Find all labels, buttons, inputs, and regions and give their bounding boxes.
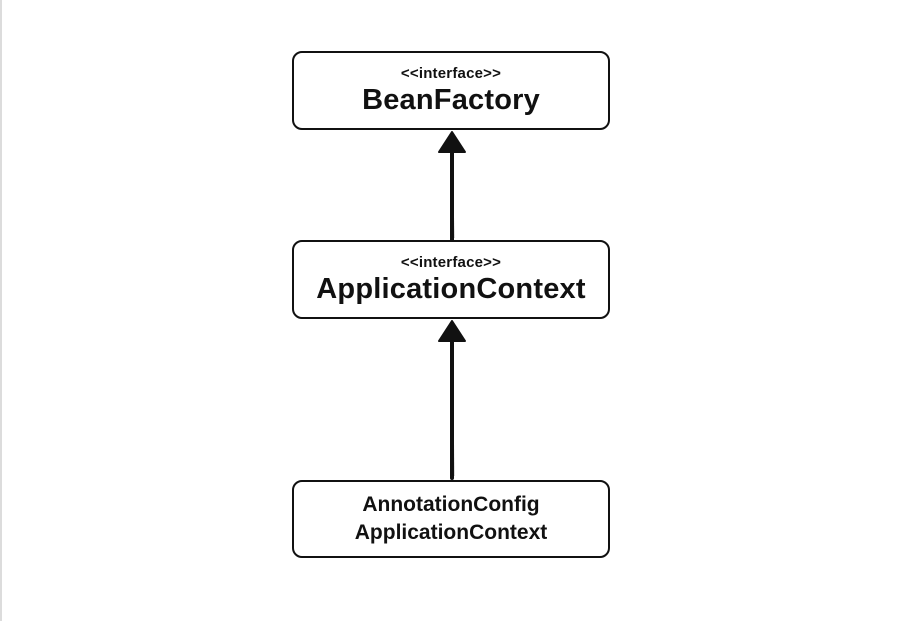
- stereotype-label: <<interface>>: [400, 64, 502, 82]
- bean-factory-box: <<interface>> BeanFactory: [292, 51, 610, 130]
- arrow-shaft-sketch: [451, 151, 455, 239]
- application-context-box: <<interface>> ApplicationContext: [292, 240, 610, 319]
- annotation-config-title-line-1: AnnotationConfig: [362, 493, 540, 516]
- arrow-shaft-sketch: [451, 341, 455, 477]
- arrow-head: [438, 320, 466, 342]
- annotation-config-title-line-2: ApplicationContext: [354, 521, 548, 544]
- application-context-title: ApplicationContext: [316, 272, 586, 305]
- bean-factory-title: BeanFactory: [362, 83, 540, 116]
- arrow-annotation-to-appcontext: [438, 320, 466, 480]
- annotation-config-application-context-box: AnnotationConfig ApplicationContext: [292, 480, 610, 558]
- window-left-border: [0, 0, 2, 621]
- arrow-appcontext-to-beanfactory: [438, 131, 466, 242]
- arrow-head: [438, 131, 466, 153]
- stereotype-label: <<interface>>: [400, 253, 502, 271]
